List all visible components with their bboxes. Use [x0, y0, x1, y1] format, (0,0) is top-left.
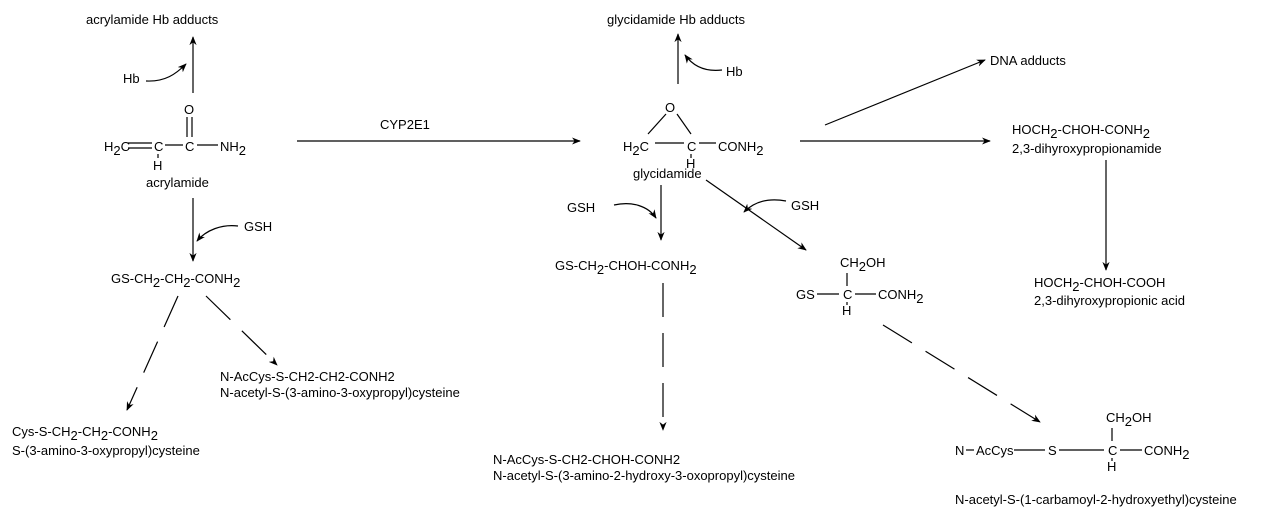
atom-conh2: CONH2 [878, 287, 924, 306]
nac-glycidamide-name: N-acetyl-S-(3-amino-2-hydroxy-3-oxopropy… [493, 468, 795, 483]
atom-h: H [686, 156, 695, 171]
atom-ch2oh: CH2OH [1106, 410, 1152, 429]
atom-c: C [843, 287, 852, 302]
atom-nh2: NH2 [220, 139, 246, 158]
atom-n: N [955, 443, 964, 458]
atom-h2c: H2C [104, 139, 130, 158]
gsh-label-acrylamide: GSH [244, 219, 272, 234]
atom-h: H [153, 158, 162, 173]
nac-branched-name: N-acetyl-S-(1-carbamoyl-2-hydroxyethyl)c… [955, 492, 1237, 507]
gs-acrylamide-conjugate: GS-CH2-CH2-CONH2 [111, 271, 240, 290]
atom-c-carbonyl: C [185, 139, 194, 154]
branched-gs-conjugate: CH2OH GS C H CONH2 [796, 255, 924, 318]
epoxide-bond-o-c1 [647, 113, 667, 135]
dna-adducts-label: DNA adducts [990, 53, 1066, 68]
atom-c: C [687, 139, 696, 154]
atom-s: S [1048, 443, 1057, 458]
atom-c-alpha: C [154, 139, 163, 154]
propionamide-name: 2,3-dihyroxypropionamide [1012, 141, 1162, 156]
gs-glycidamide-conjugate: GS-CH2-CHOH-CONH2 [555, 258, 697, 277]
nac-acrylamide-name: N-acetyl-S-(3-amino-3-oxypropyl)cysteine [220, 385, 460, 400]
gsh-label-glycidamide-right: GSH [791, 198, 819, 213]
propionic-acid-name: 2,3-dihyroxypropionic acid [1034, 293, 1185, 308]
arrow-glycidamide-to-dna-adducts [824, 59, 986, 126]
atom-h: H [1107, 459, 1116, 474]
hb-label-left: Hb [123, 71, 140, 86]
enzyme-label: CYP2E1 [380, 117, 430, 132]
atom-h: H [842, 303, 851, 318]
nac-branched-structure: CH2OH N AcCys S C H CONH2 [955, 410, 1190, 474]
curved-arrow-gsh-glycidamide-left [613, 203, 657, 219]
propionamide-formula: HOCH2-CHOH-CONH2 [1012, 122, 1150, 141]
dashed-arrow-to-nac-acrylamide [205, 295, 278, 366]
gsh-label-glycidamide-left: GSH [567, 200, 595, 215]
atom-h2c: H2C [623, 139, 649, 158]
glycidamide-hb-adducts-label: glycidamide Hb adducts [607, 12, 746, 27]
acrylamide-name: acrylamide [146, 175, 209, 190]
dashed-arrow-to-nac-branched [882, 324, 1041, 423]
atom-epoxide-o: O [665, 100, 675, 115]
nac-acrylamide-formula: N-AcCys-S-CH2-CH2-CONH2 [220, 369, 395, 384]
atom-ch2oh: CH2OH [840, 255, 886, 274]
nac-glycidamide-formula: N-AcCys-S-CH2-CHOH-CONH2 [493, 452, 680, 467]
dashed-arrow-to-cys-conjugate [126, 295, 179, 411]
cys-acrylamide-name: S-(3-amino-3-oxypropyl)cysteine [12, 443, 200, 458]
curved-arrow-gsh-acrylamide [196, 225, 239, 242]
curved-arrow-gsh-glycidamide-right [743, 199, 787, 213]
curved-arrow-hb-right [684, 54, 723, 71]
atom-o: O [184, 102, 194, 117]
atom-conh2: CONH2 [1144, 443, 1190, 462]
propionic-acid-formula: HOCH2-CHOH-COOH [1034, 275, 1165, 294]
atom-gs: GS [796, 287, 815, 302]
atom-c: C [1108, 443, 1117, 458]
acrylamide-structure: H2C C H C O NH2 [104, 102, 246, 173]
atom-accys: AcCys [976, 443, 1014, 458]
arrow-glycidamide-to-branched-gs [705, 179, 807, 251]
cys-acrylamide-formula: Cys-S-CH2-CH2-CONH2 [12, 424, 158, 443]
glycidamide-structure: O H2C C H CONH2 [623, 100, 764, 171]
curved-arrow-hb-left [145, 63, 187, 82]
epoxide-bond-o-c2 [676, 113, 692, 135]
atom-conh2: CONH2 [718, 139, 764, 158]
acrylamide-hb-adducts-label: acrylamide Hb adducts [86, 12, 219, 27]
glycidamide-name: glycidamide [633, 166, 702, 181]
hb-label-right: Hb [726, 64, 743, 79]
